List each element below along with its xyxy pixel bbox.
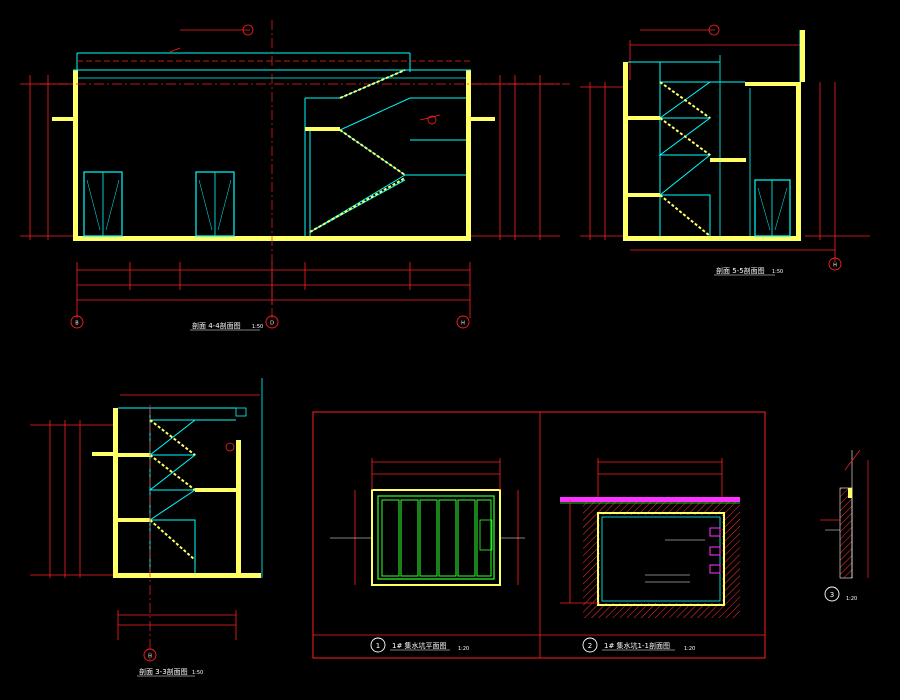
- grid-marker-b: B: [75, 321, 79, 327]
- detail-3-scale: 1:20: [846, 596, 857, 602]
- detail-frame: [312, 411, 766, 659]
- detail-1-scale: 1:20: [458, 646, 469, 652]
- title-section-4-4: 剖面 4-4剖面图: [192, 321, 241, 330]
- detail-1-number: 1: [376, 642, 380, 650]
- section-5-5: [580, 24, 870, 271]
- detail-3-wall: [820, 449, 869, 579]
- grid-marker-h-right: H: [833, 263, 837, 269]
- grid-marker-h-left: H: [148, 654, 152, 660]
- door-left: [83, 171, 123, 237]
- detail-bubble-3: [824, 586, 840, 602]
- detail-2-scale: 1:20: [684, 646, 695, 652]
- detail-bubble-1: [370, 637, 386, 653]
- section-3-3: [30, 378, 263, 662]
- grid-marker-d: D: [270, 321, 274, 327]
- wall-left-5-5: [623, 62, 628, 240]
- door-middle: [195, 171, 235, 237]
- wall-right-5-5: [796, 82, 801, 240]
- wall-left: [73, 70, 78, 240]
- floor-5-5: [623, 236, 801, 241]
- grid-marker-h: H: [461, 321, 465, 327]
- scale-section-5-5: 1:50: [772, 269, 783, 275]
- section-4-4: [20, 20, 570, 329]
- detail-2-number: 2: [588, 642, 592, 650]
- detail-bubble-2: [582, 637, 598, 653]
- detail-2-title: 1# 集水坑1-1剖面图: [604, 641, 670, 650]
- detail-1-title: 1# 集水坑平面图: [392, 641, 447, 650]
- scale-section-3-3: 1:50: [192, 670, 203, 676]
- scale-section-4-4: 1:50: [252, 324, 263, 330]
- wall-right: [466, 70, 471, 240]
- detail-3-number: 3: [830, 591, 834, 599]
- title-section-3-3: 剖面 3-3剖面图: [139, 667, 188, 676]
- sump-pit-plan: [330, 458, 525, 586]
- door-5-5: [754, 179, 791, 237]
- title-section-5-5: 剖面 5-5剖面图: [716, 266, 765, 275]
- sump-pit-section: [560, 458, 740, 618]
